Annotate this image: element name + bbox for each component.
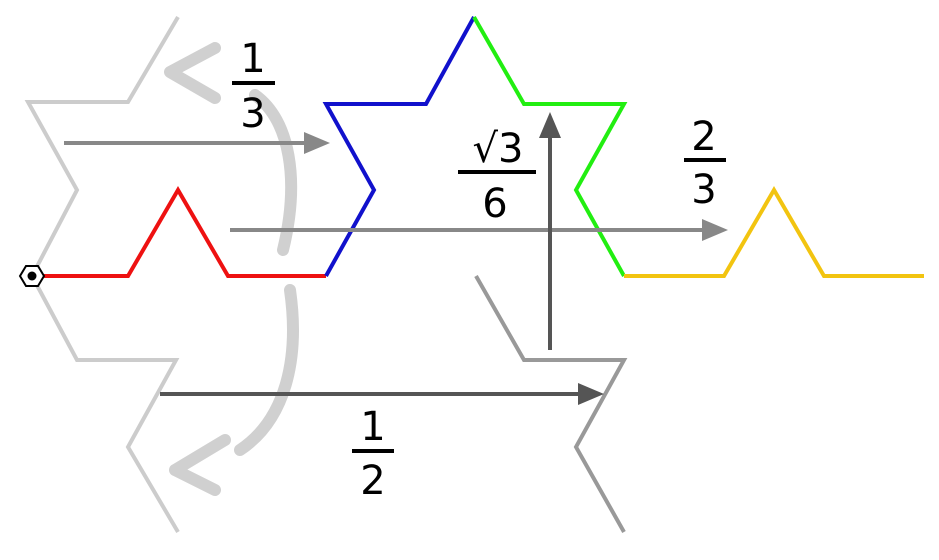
arrow-one-third-head-icon [304,132,330,154]
label-sqrt3-over-six-denominator: 6 [482,181,507,227]
label-sqrt3-over-six: √3 6 [458,126,536,227]
rotation-arrow-head-upper-icon [164,42,221,104]
label-one-third-denominator: 3 [240,91,265,137]
rotated-copy-upper [24,15,180,277]
label-two-thirds-numerator: 2 [691,114,716,160]
segment-green [472,16,628,277]
segment-blue [322,16,476,277]
label-one-half: 1 2 [352,404,394,504]
label-one-third: 1 3 [232,36,275,137]
segment-red [32,186,326,278]
origin-dot-icon [27,271,37,281]
label-sqrt3-over-six-numerator: √3 [473,126,524,172]
label-two-thirds-denominator: 3 [691,167,716,213]
label-two-thirds: 2 3 [684,114,726,213]
arrow-sqrt3-over6-head-icon [539,112,561,138]
label-one-half-denominator: 2 [360,458,385,504]
rotation-arc-arrow [234,89,299,456]
rotation-arrow-head-lower-icon [169,434,231,496]
arrow-two-thirds-head-icon [702,219,728,241]
rotated-copy-lower [30,275,180,534]
translated-copy-lower [474,275,628,533]
label-one-half-numerator: 1 [360,404,385,450]
label-one-third-numerator: 1 [240,36,265,82]
arrow-one-half-head-icon [578,383,604,405]
segment-yellow [624,186,924,278]
